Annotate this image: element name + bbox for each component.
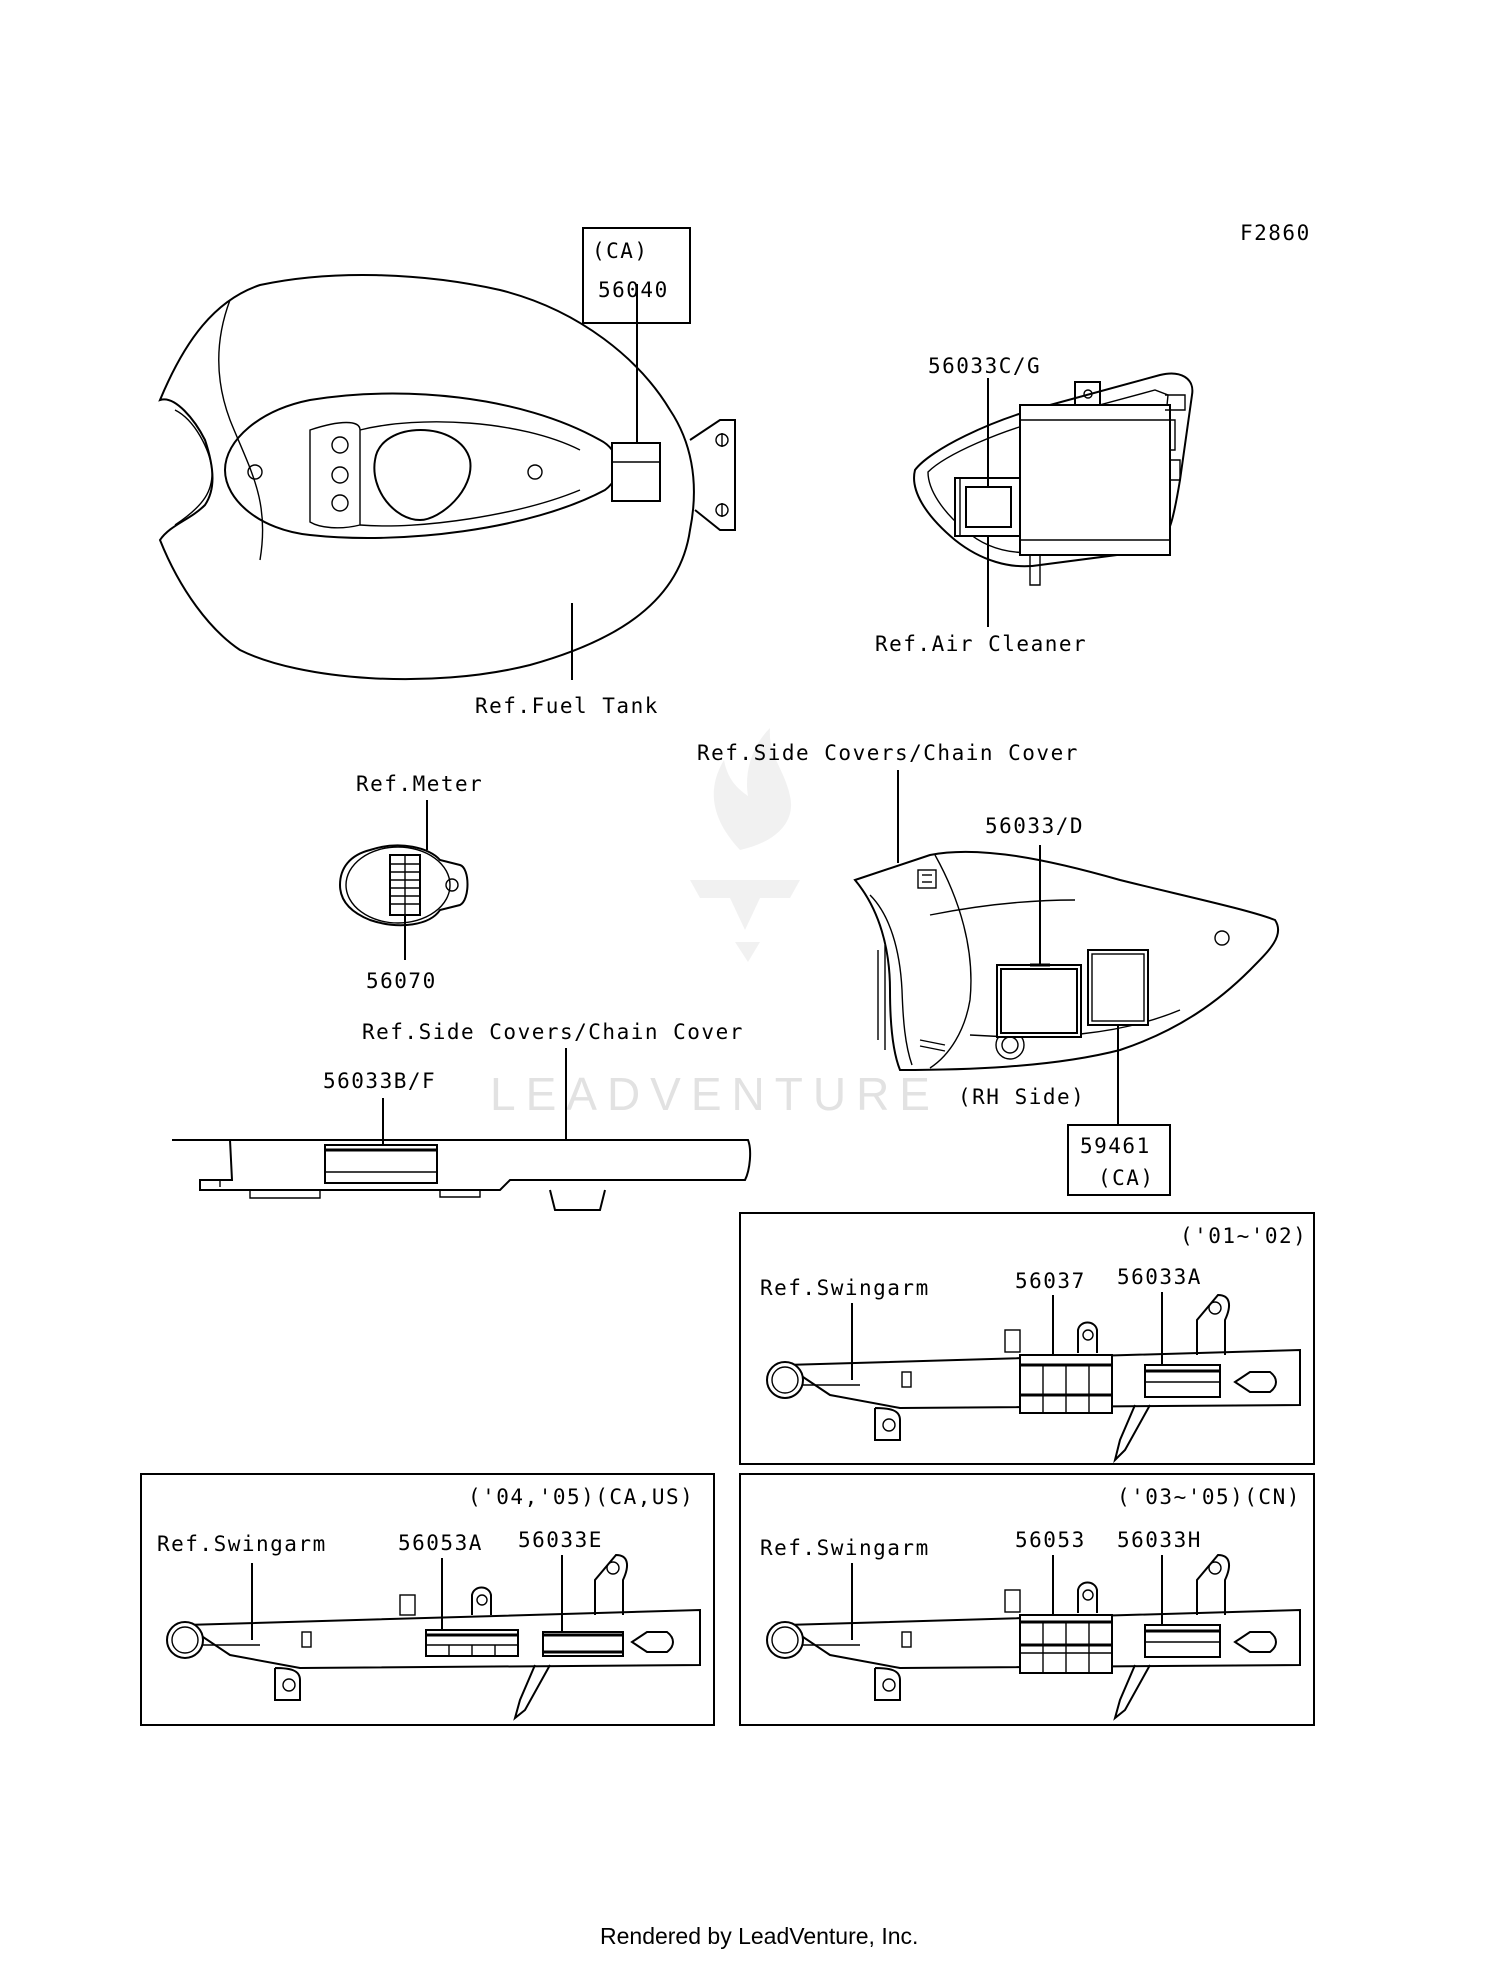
swingarm-03-05-ref-label: Ref.Swingarm	[760, 1536, 930, 1560]
swingarm-04-05-part-b: 56033E	[518, 1528, 603, 1552]
meter-drawing	[338, 844, 469, 927]
swingarm-04-05-years: ('04,'05)(CA,US)	[468, 1485, 694, 1509]
swingarm-03-05-part-a: 56053	[1015, 1528, 1086, 1552]
side-cover-box-region: (CA)	[1098, 1166, 1155, 1190]
chain-cover-part-number: 56033B/F	[323, 1069, 436, 1093]
air-cleaner-ref-label: Ref.Air Cleaner	[875, 632, 1087, 656]
swingarm-01-02-drawing	[766, 1293, 1301, 1464]
swingarm-04-05-ref-label: Ref.Swingarm	[157, 1532, 327, 1556]
meter-part-number: 56070	[366, 969, 437, 993]
air-cleaner-drawing	[913, 372, 1194, 586]
footer-credit: Rendered by LeadVenture, Inc.	[600, 1923, 918, 1949]
side-cover-drawing	[853, 850, 1280, 1072]
fuel-tank-part-number: 56040	[598, 278, 669, 302]
swingarm-01-02-part-b: 56033A	[1117, 1265, 1202, 1289]
side-cover-part-number: 56033/D	[985, 814, 1084, 838]
side-cover-box-part: 59461	[1080, 1134, 1151, 1158]
chain-cover-ref-label: Ref.Side Covers/Chain Cover	[362, 1020, 744, 1044]
meter-ref-label: Ref.Meter	[356, 772, 483, 796]
swingarm-04-05-drawing	[166, 1553, 701, 1721]
watermark-text: LEADVENTURE	[490, 1068, 940, 1120]
swingarm-01-02-box	[739, 1212, 1315, 1465]
swingarm-04-05-part-a: 56053A	[398, 1531, 483, 1555]
swingarm-03-05-years: ('03~'05)(CN)	[1117, 1485, 1301, 1509]
leadventure-watermark-logo	[690, 728, 800, 962]
chain-cover-drawing	[172, 1139, 752, 1211]
swingarm-01-02-ref-label: Ref.Swingarm	[760, 1276, 930, 1300]
fuel-tank-drawing	[158, 273, 736, 681]
swingarm-03-05-box	[739, 1473, 1315, 1726]
swingarm-03-05-drawing	[766, 1553, 1301, 1721]
side-cover-ref-label: Ref.Side Covers/Chain Cover	[697, 741, 1079, 765]
fuel-tank-ref-label: Ref.Fuel Tank	[475, 694, 659, 718]
side-cover-side-label: (RH Side)	[958, 1085, 1085, 1109]
swingarm-04-05-box	[140, 1473, 715, 1726]
side-cover-callout-box	[1067, 1124, 1171, 1196]
swingarm-01-02-years: ('01~'02)	[1180, 1224, 1307, 1248]
swingarm-01-02-part-a: 56037	[1015, 1269, 1086, 1293]
figure-code: F2860	[1240, 221, 1311, 245]
air-cleaner-part-number: 56033C/G	[928, 354, 1041, 378]
fuel-tank-box-region: (CA)	[592, 239, 649, 263]
swingarm-03-05-part-b: 56033H	[1117, 1528, 1202, 1552]
